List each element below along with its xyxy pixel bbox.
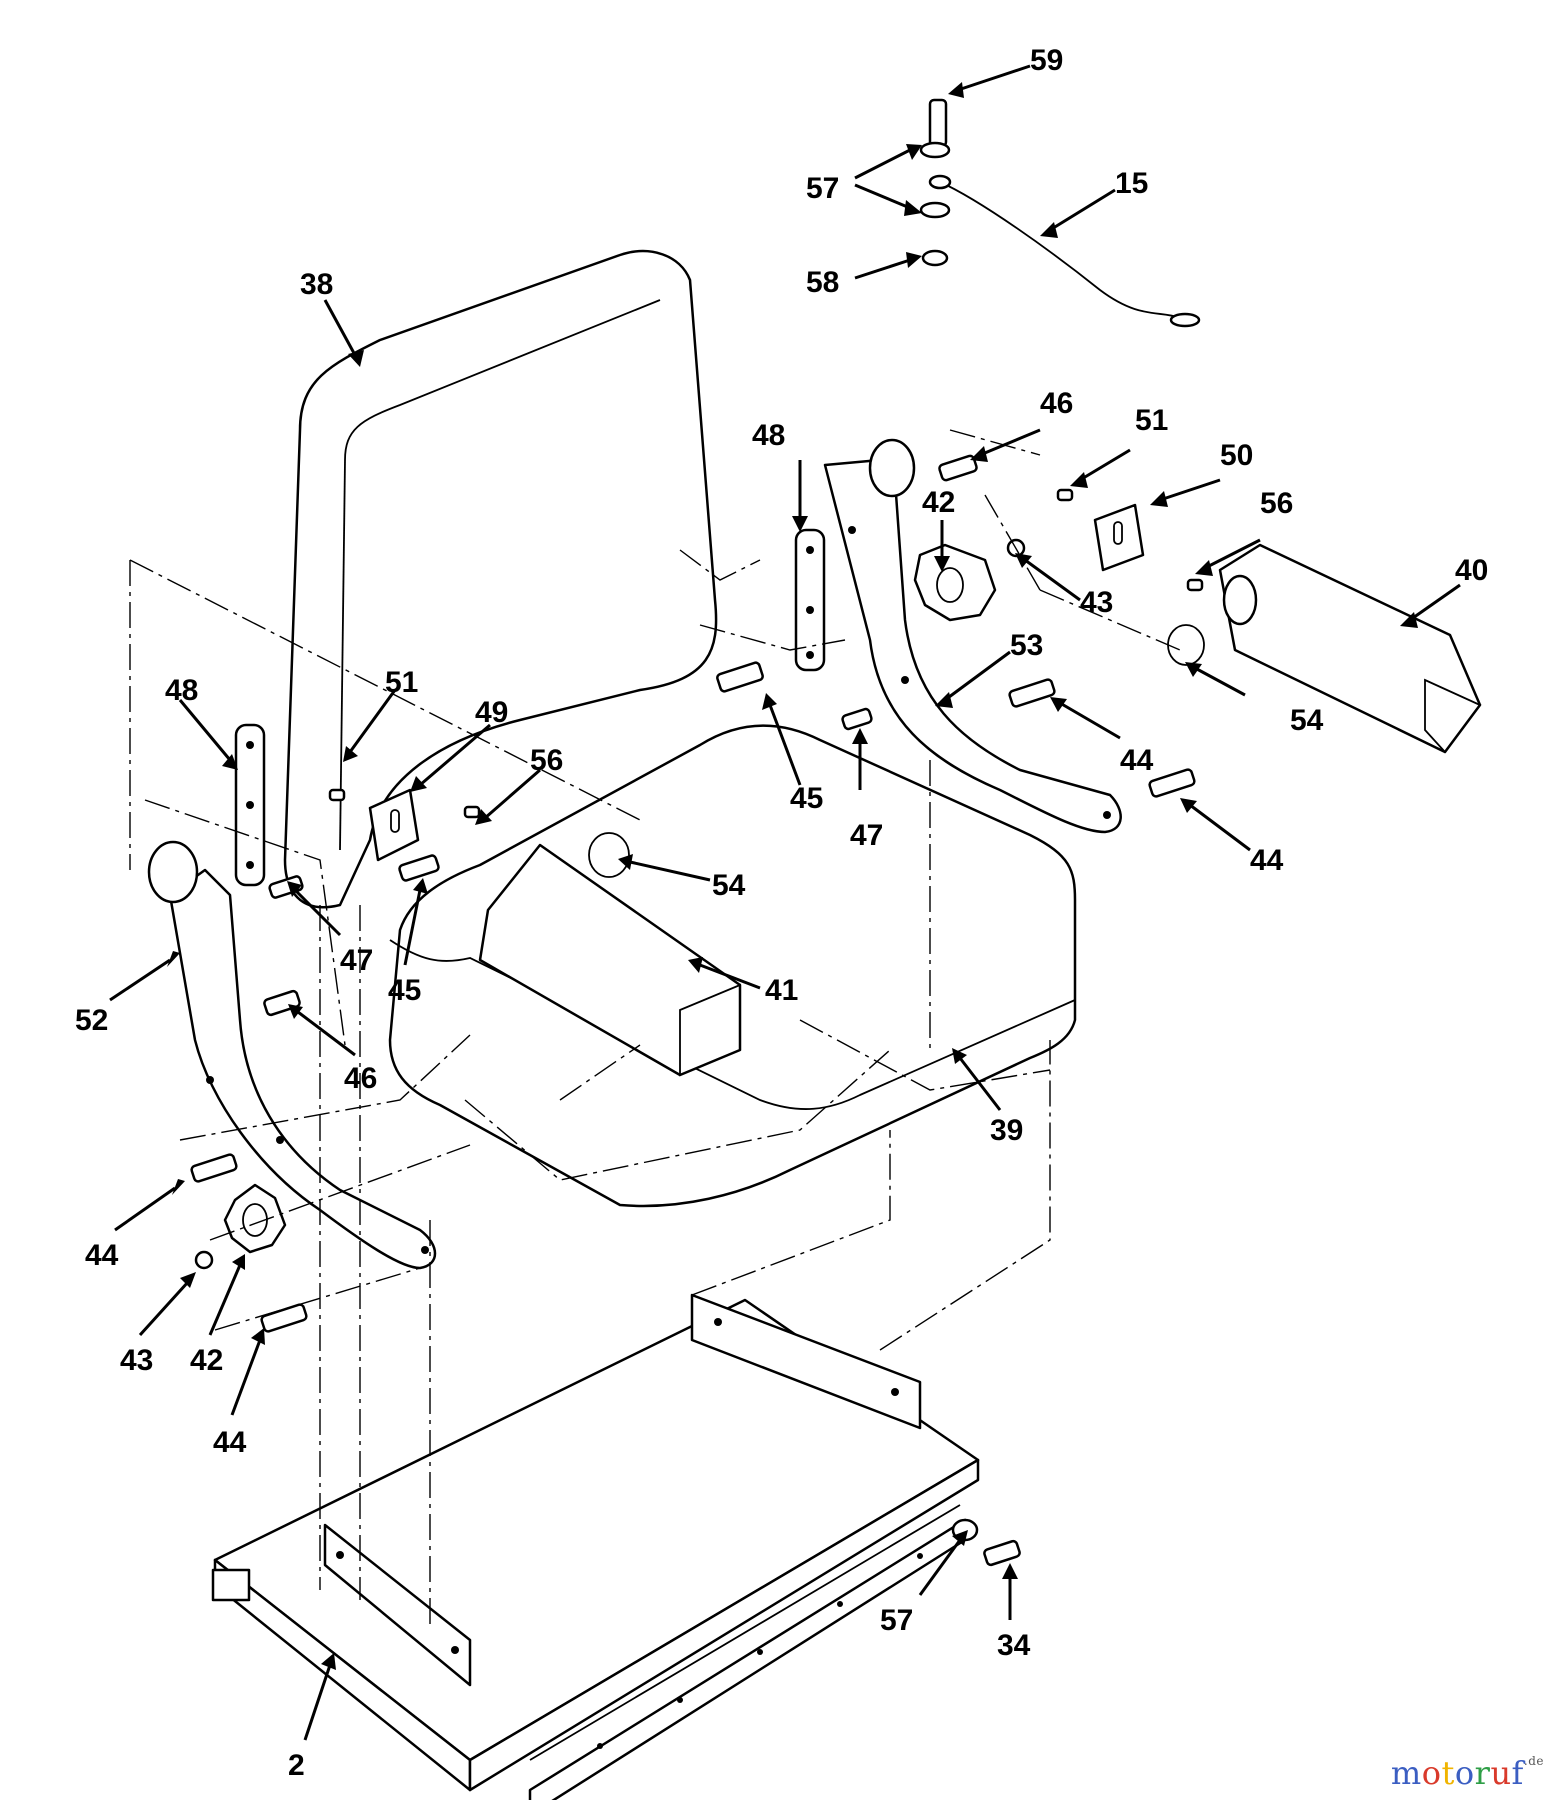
leader-lines: [109, 64, 1461, 1741]
callout-54: 54: [712, 869, 746, 902]
callout-43: 43: [1080, 586, 1113, 619]
callout-48: 48: [752, 419, 785, 452]
callout-15: 15: [1115, 167, 1148, 200]
callout-46: 46: [1040, 387, 1073, 420]
seat-back-cushion: [283, 250, 718, 909]
watermark-letter: r: [1474, 1754, 1491, 1792]
site-watermark: motoruf.de: [1391, 1754, 1544, 1792]
callout-51: 51: [385, 666, 418, 699]
callout-56: 56: [530, 744, 563, 777]
seat-slide-bracket: [690, 1293, 922, 1430]
callout-46: 46: [344, 1062, 377, 1095]
right-seat-bracket: [823, 438, 1122, 834]
callout-53: 53: [1010, 629, 1043, 662]
callout-52: 52: [75, 1004, 108, 1037]
callout-44: 44: [1120, 744, 1154, 777]
callout-39: 39: [990, 1114, 1023, 1147]
callout-47: 47: [850, 819, 883, 852]
callout-40: 40: [1455, 554, 1488, 587]
watermark-letter: t: [1441, 1754, 1455, 1792]
callout-51: 51: [1135, 404, 1168, 437]
callout-47: 47: [340, 944, 373, 977]
watermark-letter: u: [1490, 1754, 1512, 1792]
base-mounting-bracket: [323, 1523, 472, 1687]
callout-45: 45: [388, 974, 421, 1007]
watermark-suffix: .de: [1523, 1754, 1544, 1768]
callout-44: 44: [213, 1426, 247, 1459]
callout-49: 49: [475, 696, 508, 729]
watermark-letter: m: [1390, 1754, 1422, 1792]
right-armrest: [1218, 543, 1482, 754]
right-mounting-plate: [1093, 503, 1145, 572]
callout-38: 38: [300, 268, 333, 301]
callout-labels: 59 57 15 58 38 48 46 51 50 42 56 40 43 5…: [75, 44, 1488, 1782]
left-mounting-plate: [368, 788, 420, 862]
callout-50: 50: [1220, 439, 1253, 472]
callout-48: 48: [165, 674, 198, 707]
callout-44: 44: [85, 1239, 119, 1272]
callout-59: 59: [1030, 44, 1063, 77]
assembly-lines: [129, 429, 1181, 1630]
callout-58: 58: [806, 266, 839, 299]
right-adjustment-knob: [913, 543, 997, 622]
watermark-letter: o: [1454, 1754, 1475, 1792]
callout-54: 54: [1290, 704, 1324, 737]
callout-42: 42: [922, 486, 955, 519]
ground-wire: [928, 174, 1201, 328]
left-armrest: [478, 843, 742, 1077]
callout-34: 34: [997, 1629, 1031, 1662]
watermark-letter: f: [1511, 1754, 1524, 1792]
callout-42: 42: [190, 1344, 223, 1377]
left-hinge-strap: [234, 723, 266, 887]
watermark-letter: o: [1421, 1754, 1442, 1792]
callout-57: 57: [880, 1604, 913, 1637]
right-hinge-strap: [794, 528, 826, 672]
callout-2: 2: [288, 1749, 305, 1782]
callout-44: 44: [1250, 844, 1284, 877]
seat-bottom-cushion: [388, 724, 1077, 1208]
callout-56: 56: [1260, 487, 1293, 520]
seat-base-plate: [211, 1298, 980, 1800]
callout-45: 45: [790, 782, 823, 815]
left-adjustment-knob: [223, 1183, 287, 1254]
callout-43: 43: [120, 1344, 153, 1377]
callout-57: 57: [806, 172, 839, 205]
callout-41: 41: [765, 974, 798, 1007]
